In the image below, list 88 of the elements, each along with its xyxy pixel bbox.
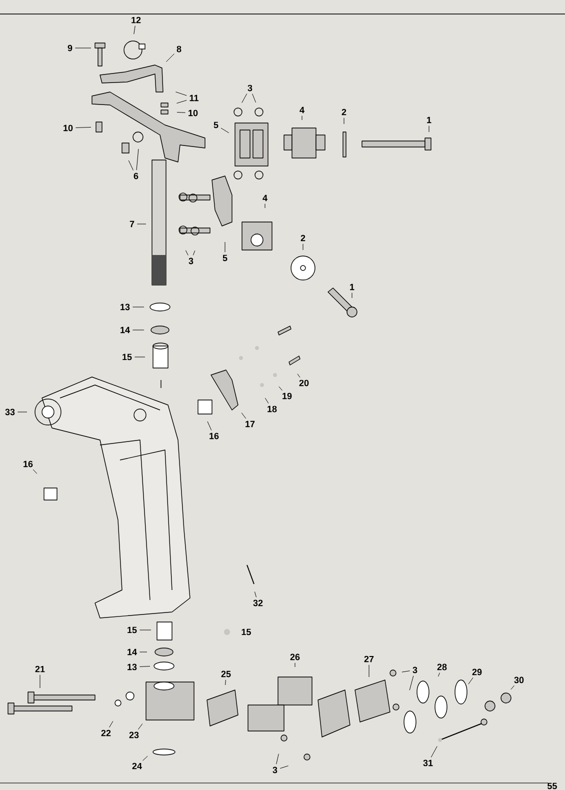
leader-line [134,356,146,358]
leader-line [207,421,212,430]
leader-line [402,670,410,672]
leader-line [176,100,187,104]
callout-number: 5 [214,122,218,128]
callout-number: 13 [128,664,137,670]
callout-number: 14 [120,326,130,334]
callout-number: 19 [282,392,292,400]
leader-line [254,592,257,598]
callout-number: 1 [350,284,354,290]
callout-number: 3 [272,766,278,774]
callout-number: 13 [120,304,130,310]
leader-line [368,664,370,678]
callout-number: 11 [190,94,198,102]
leader-line [276,754,279,764]
leader-line [297,374,300,378]
callout-number: 15 [128,626,137,634]
leader-line [75,126,92,128]
callout-number: 24 [132,762,142,770]
callout-number: 29 [472,668,482,676]
leader-line [175,92,187,96]
callout-number: 55 [547,782,557,790]
leader-line [109,720,114,728]
leader-line [225,680,226,686]
callout-number: 2 [342,108,346,116]
callout-number: 5 [222,254,228,262]
leader-line [128,160,134,171]
leader-line [139,666,150,667]
leader-line [438,672,440,677]
callout-number: 27 [364,656,374,662]
leader-line [302,244,304,250]
callout-number: 31 [423,760,433,766]
leader-line [252,94,256,103]
leader-line [134,26,136,34]
leader-line [242,93,248,103]
callout-number: 25 [221,670,231,678]
leader-line [138,724,143,730]
leader-line [510,685,514,690]
callout-number: 4 [262,194,268,202]
leader-line [176,112,186,113]
callout-number: 8 [176,46,182,52]
callout-number: 23 [129,732,139,738]
callout-number: 2 [300,234,306,242]
callout-number: 28 [437,664,447,670]
callout-number: 20 [299,380,309,386]
leader-line [32,469,38,474]
leader-line [166,54,174,62]
leader-line [428,126,430,132]
callout-number: 4 [300,106,304,114]
callout-number: 1 [427,116,432,124]
callout-number: 9 [68,44,72,52]
callout-number: 15 [242,628,251,636]
callout-number: 30 [514,676,524,684]
leader-line [220,128,230,134]
callout-number: 21 [35,666,45,672]
leader-line [136,148,139,170]
leader-line [280,766,289,769]
callout-number: 22 [101,730,111,736]
leader-line [132,306,144,308]
leader-line [185,250,188,256]
callout-number: 14 [128,648,137,656]
callout-number: 10 [188,110,198,116]
leader-line [409,676,414,690]
callout-number: 16 [24,460,33,468]
callout-number: 3 [412,666,418,674]
leader-line [278,386,282,391]
callout-number: 15 [122,354,132,360]
callout-number: 3 [248,84,252,92]
leader-line [241,412,246,419]
callout-number: 32 [253,600,263,606]
callout-number: 33 [5,408,15,416]
callout-number: 18 [268,406,277,412]
leader-line [430,746,438,758]
leader-line [264,398,269,404]
callout-number: 17 [246,420,255,428]
callout-number: 7 [130,220,134,228]
callout-number: 12 [132,16,141,24]
leader-line [142,756,148,761]
callout-number: 3 [188,258,194,264]
callout-number: 10 [64,124,73,132]
leader-line [264,204,266,208]
leader-line [192,250,196,256]
callout-number: 16 [210,432,219,440]
leader-line [468,677,474,684]
callout-number: 26 [290,654,300,660]
leader-line [294,662,296,668]
leader-line [224,242,226,252]
callout-number: 6 [134,172,138,180]
